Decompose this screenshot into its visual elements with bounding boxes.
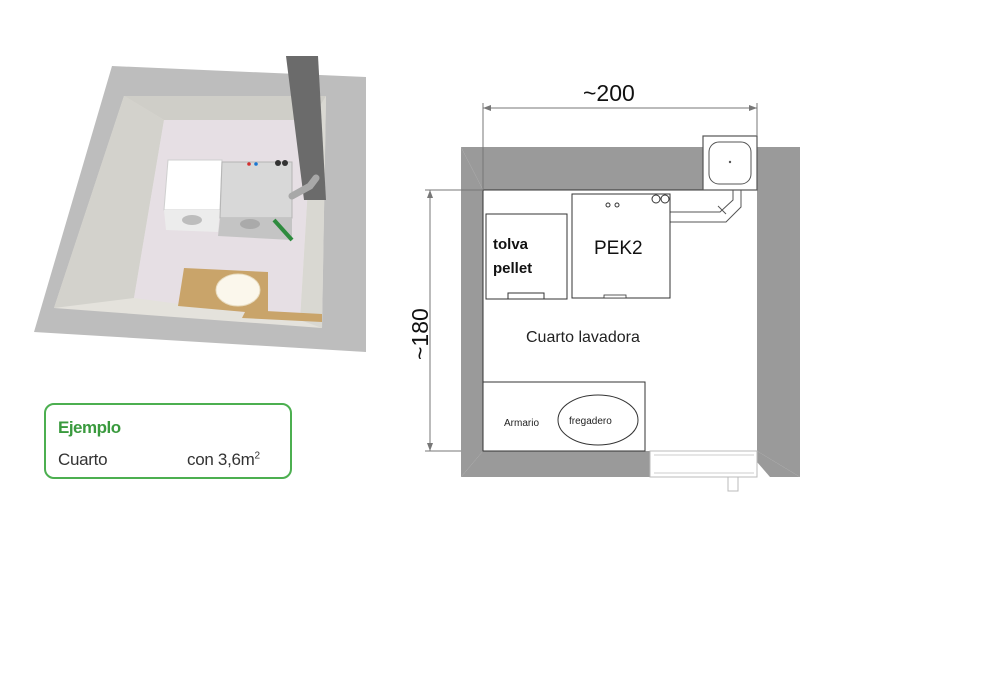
boiler-port-2 (282, 160, 288, 166)
wall-left (461, 147, 483, 477)
hopper-vent-3d (182, 215, 202, 225)
wall-right (757, 147, 800, 477)
example-room-label: Cuarto (58, 450, 108, 469)
boiler-port-red (247, 162, 251, 166)
boiler-vent-3d (240, 219, 260, 229)
boiler-port-blue (254, 162, 258, 166)
flue-pipe-3d (288, 174, 320, 200)
flue-pipe-plan (670, 190, 734, 213)
example-info-box: Ejemplo Cuarto con 3,6m2 (44, 403, 292, 479)
room-label: Cuarto lavadora (526, 329, 640, 346)
height-dimension-label: ~180 (407, 308, 433, 360)
left-wall-shade (54, 96, 164, 308)
cabinet-label: Armario (504, 418, 539, 429)
room-3d-render (34, 56, 366, 352)
sink-plan (557, 394, 639, 446)
width-dimension: ~200 (482, 80, 758, 190)
hopper-label-line1: tolva (493, 236, 529, 253)
boiler-stripe (272, 218, 294, 242)
wall-right-top-cap (757, 147, 800, 190)
example-area-value: con 3,6m (187, 450, 255, 469)
sink-3d (215, 273, 261, 307)
wall-bottom-right (757, 451, 800, 477)
boiler-pek2: PEK2 (571, 193, 671, 299)
boiler-front-3d (218, 218, 292, 240)
wall-top (461, 147, 703, 190)
chimney-shape (286, 56, 326, 200)
hopper-label-line2: pellet (493, 260, 532, 277)
wall-bottom-left (461, 451, 650, 477)
cabinet-sink: Armario fregadero (482, 381, 646, 452)
pellet-hopper: tolva pellet (485, 213, 568, 300)
height-dimension: ~180 (407, 189, 483, 452)
chimney-plan (670, 135, 758, 223)
boiler-label: PEK2 (594, 238, 643, 259)
example-area-label: con 3,6m2 (187, 450, 260, 470)
shelf-3d (242, 310, 322, 322)
boiler-port-1 (275, 160, 281, 166)
door-threshold (649, 450, 758, 492)
sink-label: fregadero (569, 416, 612, 427)
example-area-unit-sup: 2 (254, 450, 261, 462)
width-dimension-label: ~200 (583, 80, 635, 106)
example-title: Ejemplo (58, 418, 121, 437)
top-wall-shade (124, 96, 326, 120)
